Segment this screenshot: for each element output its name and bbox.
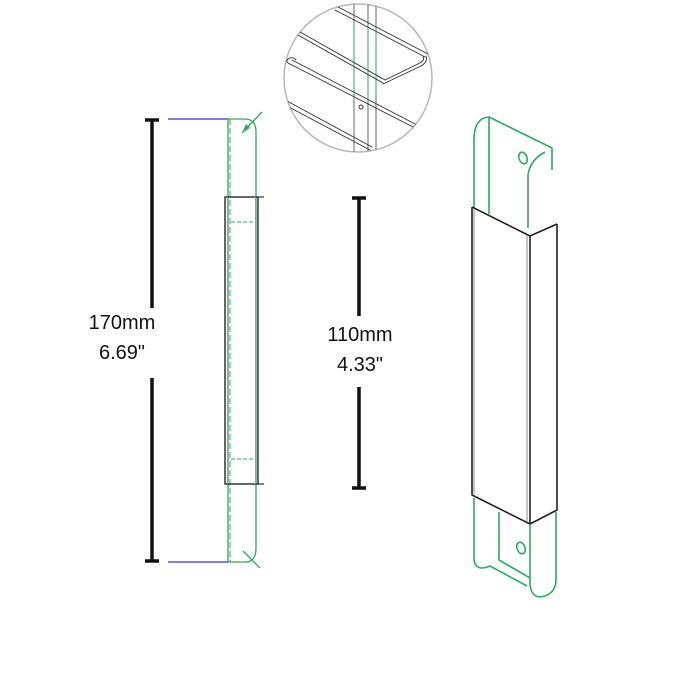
sleeve-height-label: 110mm 4.33" xyxy=(308,322,412,378)
detail-inset xyxy=(283,3,433,153)
sleeve-height-mm: 110mm xyxy=(327,324,393,346)
total-height-label: 170mm 6.69" xyxy=(72,310,172,366)
sleeve-height-inch: 4.33" xyxy=(336,354,384,376)
dimension-total-height xyxy=(145,118,264,563)
dimension-sleeve-height xyxy=(352,196,366,490)
isometric-view xyxy=(471,116,558,598)
total-height-inch: 6.69" xyxy=(98,342,146,364)
total-height-mm: 170mm xyxy=(88,312,156,334)
side-elevation-view xyxy=(224,111,263,569)
